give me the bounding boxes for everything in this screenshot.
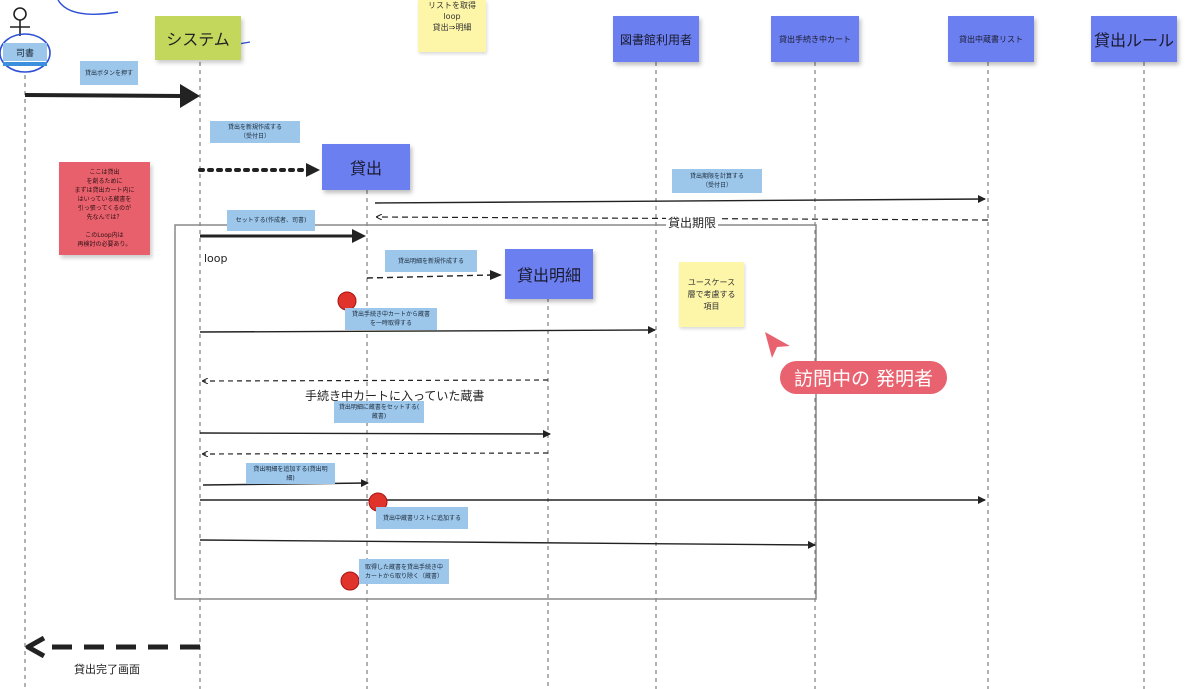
note-set-loan: セットする(作成者、司書) (227, 210, 315, 231)
label-loop: loop (204, 252, 228, 265)
arrow-create-loan-head (306, 163, 320, 177)
arrow-press-button-head (180, 84, 200, 108)
note-calc-due: 貸出期限を計算する （受付日） (672, 169, 762, 193)
arrow-calc-due (374, 195, 986, 204)
librarian-circle-scribble (0, 33, 51, 73)
arrow-create-detail (366, 274, 493, 279)
lifeline-head-detail: 貸出明細 (505, 249, 593, 299)
lifeline-head-loan: 貸出 (322, 144, 410, 190)
arrow-take-from-cart (199, 326, 656, 335)
label-done: 貸出完了画面 (74, 663, 140, 676)
arrow-create-detail-head (490, 270, 502, 280)
librarian-stick-figure (10, 7, 30, 36)
lifeline-head-rule: 貸出ルール (1091, 16, 1177, 62)
note-add-to-list: 貸出中蔵書リストに追加する (376, 507, 468, 529)
note-create-loan: 貸出を新規作成する （受付日） (210, 121, 300, 143)
actor-librarian-label: 司書 (3, 43, 47, 61)
lifeline-head-user: 図書館利用者 (613, 16, 699, 62)
arrow-press-button (24, 93, 183, 98)
arrow-done-head (25, 635, 46, 659)
visitor-badge: 訪問中の 発明者 (780, 361, 948, 394)
pink-comment-sticky: ここは貸出 を創るために まずは貸出カート内に はいっている蔵書を 引っ張ってく… (59, 162, 150, 255)
actor-label-underline (3, 62, 47, 66)
loop-frame (174, 224, 817, 600)
lifeline-head-cart: 貸出手続き中カート (771, 16, 859, 62)
arrow-set-book (199, 429, 551, 438)
visitor-cursor-icon (765, 332, 790, 358)
top-yellow-sticky: リストを取得 loop 貸出⇒明細 (418, 0, 486, 52)
note-create-detail: 貸出明細を新規作成する (385, 250, 477, 272)
note-remove-from-cart: 取得した蔵書を貸出手続き中 カートから取り除く（蔵書） (359, 559, 449, 584)
lifeline-head-list: 貸出中蔵書リスト (948, 16, 1034, 62)
arrow-remove-from-cart (199, 539, 816, 549)
arrow-set-loan-head (352, 229, 366, 243)
note-set-book: 貸出明細に蔵書をセットする( 蔵書) (334, 401, 424, 423)
arrow-set-book-return (203, 453, 549, 454)
red-dot-marker (340, 571, 360, 591)
note-press-button: 貸出ボタンを押す (80, 61, 138, 85)
note-take-from-cart: 貸出手続き中カートから蔵書 を一時取得する (345, 308, 437, 330)
label-due-return: 貸出期限 (666, 214, 719, 231)
note-add-detail: 貸出明細を追加する(貸出明細) (246, 463, 335, 484)
label-cart-return: 手続き中カートに入っていた蔵書 (305, 389, 485, 403)
lifeline-head-system: システム (155, 16, 241, 60)
arrow-cart-return (203, 380, 549, 381)
top-scribble (57, 0, 119, 15)
arrow-add-detail (202, 479, 369, 488)
usecase-yellow-sticky: ユースケース 層で考慮する 項目 (679, 262, 744, 327)
